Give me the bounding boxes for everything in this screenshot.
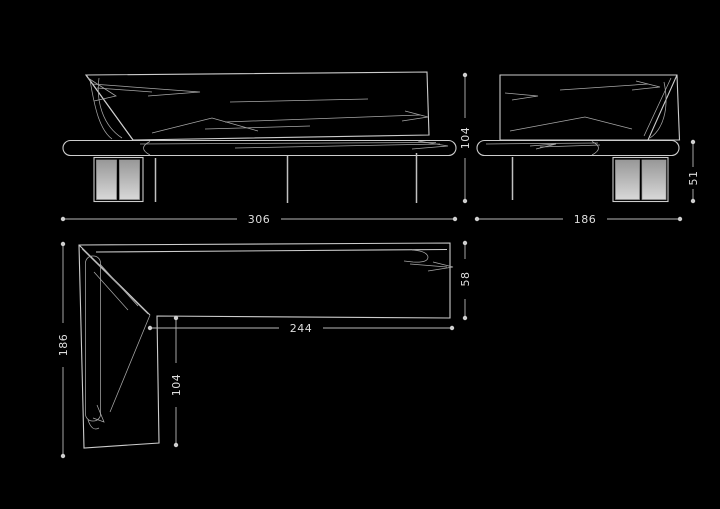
front-corner-edge <box>85 74 134 141</box>
side-storage-panel-right <box>641 159 667 200</box>
side-corner-edge <box>647 74 678 141</box>
front-storage-panel-right <box>119 159 140 200</box>
front-storage-panel-left <box>96 159 117 200</box>
dim-base-height: 51 <box>687 139 700 204</box>
front-wrinkle-lines <box>87 77 449 156</box>
dim-plan-seat-depth: 58 <box>459 240 472 321</box>
front-backrest-outline <box>84 71 430 141</box>
dim-front-width: 306 <box>60 213 458 226</box>
side-storage-box <box>612 156 669 203</box>
dim-plan-seat-depth-label: 58 <box>459 272 472 287</box>
dimension-lines: 306 104 186 51 <box>57 72 700 459</box>
side-backrest-outline <box>499 74 681 141</box>
front-elevation-view <box>62 71 457 203</box>
dim-plan-depth-label: 186 <box>57 334 70 357</box>
dim-side-width-label: 186 <box>574 213 597 226</box>
side-seat-slab <box>476 139 680 157</box>
dim-side-width: 186 <box>474 213 683 226</box>
plan-wrinkle-lines <box>81 248 454 430</box>
dim-plan-inner-length-label: 244 <box>290 322 313 335</box>
plan-view <box>78 242 454 449</box>
dim-base-height-label: 51 <box>687 171 700 186</box>
front-storage-box <box>93 156 144 203</box>
side-storage-panel-left <box>615 159 640 200</box>
front-seat-slab <box>62 139 457 157</box>
plan-outline <box>78 242 451 449</box>
front-legs <box>154 153 418 203</box>
side-elevation-view <box>476 74 681 203</box>
dim-plan-inner-length: 244 <box>147 322 455 335</box>
dim-plan-inner-depth: 104 <box>170 315 183 448</box>
plan-back-inner-edge <box>95 248 448 253</box>
dim-plan-inner-depth-label: 104 <box>170 374 183 397</box>
dim-overall-height-label: 104 <box>459 127 472 150</box>
side-wrinkle-lines <box>485 77 672 156</box>
dim-front-width-label: 306 <box>248 213 271 226</box>
dim-plan-depth: 186 <box>57 241 70 459</box>
dim-overall-height: 104 <box>459 72 472 204</box>
